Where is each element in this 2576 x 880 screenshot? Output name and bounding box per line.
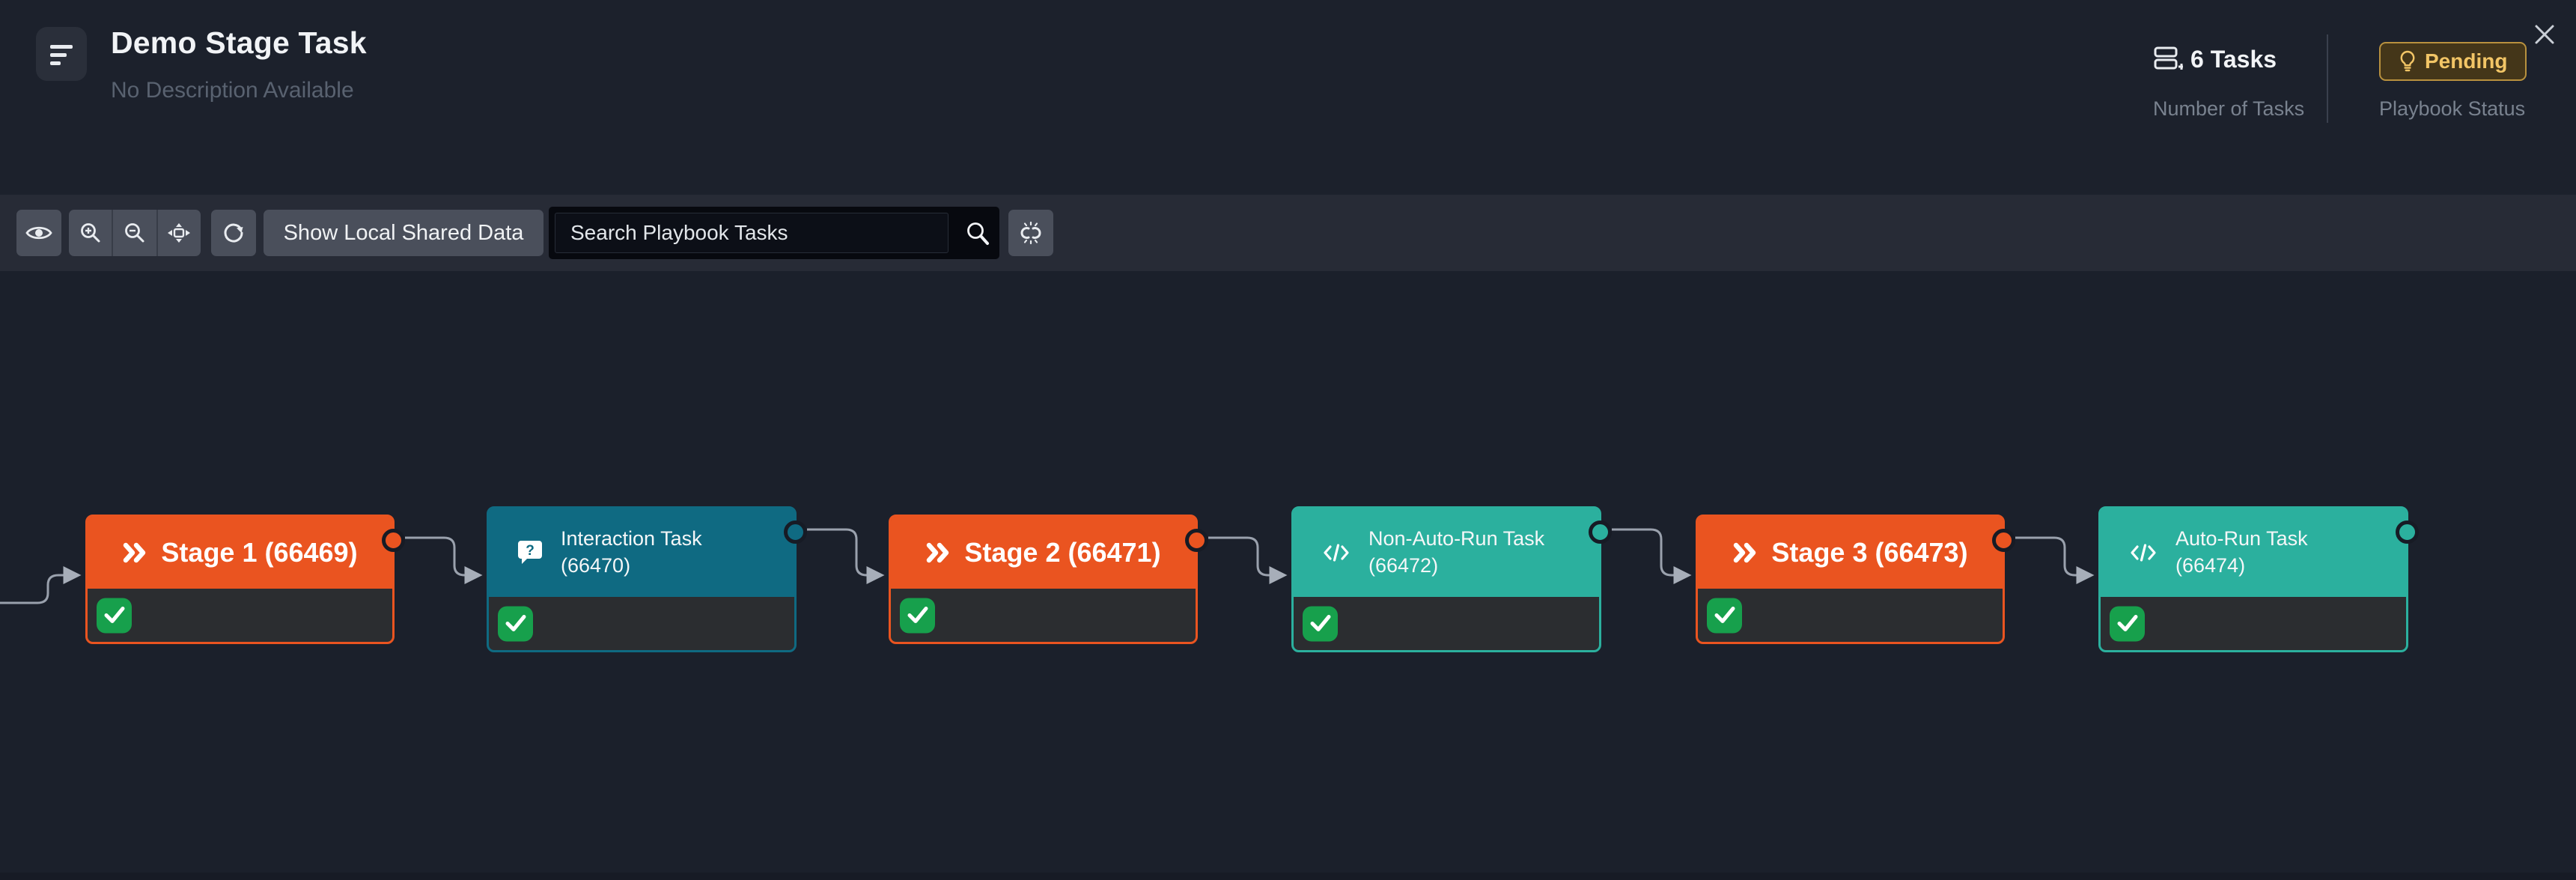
close-button[interactable]	[2528, 18, 2561, 51]
task-node-title: Stage 1 (66469)	[161, 537, 358, 568]
task-node-body	[891, 589, 1196, 642]
completed-check-icon	[2110, 606, 2145, 641]
task-node-title: Auto-Run Task (66474)	[2175, 527, 2308, 577]
output-port[interactable]	[1185, 529, 1208, 552]
zoom-out-icon	[125, 223, 144, 243]
search-playbook-tasks-input[interactable]	[555, 213, 949, 253]
status-badge-text: Pending	[2425, 49, 2508, 73]
show-local-shared-data-label: Show Local Shared Data	[283, 220, 524, 245]
lightbulb-icon	[2399, 50, 2417, 73]
page-title: Demo Stage Task	[111, 25, 367, 60]
tasks-list-icon	[2153, 45, 2183, 73]
tasks-count: 6 Tasks	[2153, 45, 2277, 73]
canvas-bottom-edge	[0, 873, 2576, 880]
status-badge: Pending	[2379, 42, 2527, 81]
connector-wires	[0, 528, 2095, 604]
task-node-body	[489, 597, 794, 650]
menu-icon	[50, 45, 73, 70]
task-node-header: ? Interaction Task (66470)	[489, 509, 794, 597]
completed-check-icon	[1303, 606, 1338, 641]
task-node-body	[1294, 597, 1599, 650]
task-node-stage-2[interactable]: Stage 2 (66471)	[889, 515, 1208, 644]
task-node-automation-5[interactable]: Auto-Run Task (66474)	[2098, 506, 2419, 652]
completed-check-icon	[498, 606, 533, 641]
toolbar: Show Local Shared Data	[0, 195, 2576, 271]
fit-to-screen-button[interactable]	[156, 210, 201, 256]
zoom-in-icon	[80, 223, 100, 243]
task-node-body	[88, 589, 392, 642]
task-node-header: Stage 2 (66471)	[891, 517, 1196, 589]
code-icon	[2129, 542, 2158, 563]
playbook-menu-button[interactable]	[36, 27, 87, 81]
task-node-stage-4[interactable]: Stage 3 (66473)	[1696, 515, 2015, 644]
task-node-header: Stage 3 (66473)	[1698, 517, 2003, 589]
chevrons-icon	[122, 542, 147, 563]
task-node-body	[1698, 589, 2003, 642]
output-port[interactable]	[2396, 521, 2419, 544]
chevrons-icon	[1732, 542, 1758, 563]
playbook-canvas[interactable]: Stage 1 (66469) ? Interaction Task (6647…	[0, 271, 2576, 880]
code-icon	[1322, 542, 1351, 563]
show-local-shared-data-button[interactable]: Show Local Shared Data	[264, 210, 543, 256]
zoom-in-button[interactable]	[69, 210, 112, 256]
refresh-button[interactable]	[211, 210, 256, 256]
search-icon	[965, 220, 990, 251]
page-subtitle: No Description Available	[111, 78, 354, 103]
close-icon	[2535, 25, 2554, 44]
zoom-out-button[interactable]	[112, 210, 156, 256]
task-node-header: Non-Auto-Run Task (66472)	[1294, 509, 1599, 597]
task-node-automation-3[interactable]: Non-Auto-Run Task (66472)	[1291, 506, 1612, 652]
output-port[interactable]	[382, 529, 405, 552]
completed-check-icon	[97, 598, 132, 633]
task-node-header: Auto-Run Task (66474)	[2101, 509, 2406, 597]
chevrons-icon	[925, 542, 951, 563]
task-node-title: Stage 2 (66471)	[964, 537, 1161, 568]
output-port[interactable]	[1589, 521, 1612, 544]
header: Demo Stage Task No Description Available…	[0, 0, 2576, 195]
task-node-title: Non-Auto-Run Task (66472)	[1368, 527, 1545, 577]
question-bubble-icon: ?	[517, 539, 543, 566]
status-label: Playbook Status	[2379, 97, 2526, 120]
output-port[interactable]	[784, 521, 807, 544]
unlink-icon	[1020, 221, 1041, 245]
svg-text:?: ?	[526, 543, 535, 559]
completed-check-icon	[1707, 598, 1742, 633]
toggle-visibility-button[interactable]	[16, 210, 61, 256]
task-node-stage-0[interactable]: Stage 1 (66469)	[85, 515, 405, 644]
fit-to-screen-icon	[168, 223, 191, 243]
tasks-count-text: 6 Tasks	[2190, 45, 2277, 73]
refresh-icon	[224, 223, 243, 243]
task-node-body	[2101, 597, 2406, 650]
task-node-title: Interaction Task (66470)	[561, 527, 702, 577]
completed-check-icon	[900, 598, 935, 633]
zoom-controls	[69, 210, 201, 256]
output-port[interactable]	[1992, 529, 2015, 552]
search-container	[549, 207, 999, 259]
eye-icon	[25, 226, 52, 240]
task-node-header: Stage 1 (66469)	[88, 517, 392, 589]
tasks-count-label: Number of Tasks	[2153, 97, 2305, 120]
header-divider	[2327, 34, 2328, 123]
unlink-button[interactable]	[1008, 210, 1053, 256]
task-node-title: Stage 3 (66473)	[1771, 537, 1968, 568]
task-node-interaction-1[interactable]: ? Interaction Task (66470)	[487, 506, 807, 652]
